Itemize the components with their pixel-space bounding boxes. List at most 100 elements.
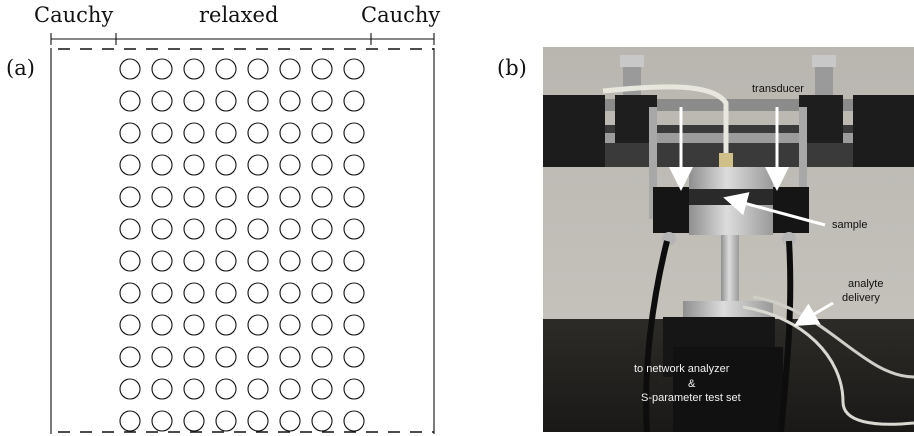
inlet-fitting bbox=[719, 153, 733, 167]
label-network-line1: to network analyzer bbox=[634, 363, 730, 375]
cylinder-scatterer bbox=[119, 250, 141, 272]
analyte-tube-2 bbox=[752, 295, 914, 379]
cylinder-scatterer bbox=[311, 122, 333, 144]
cylinder-scatterer bbox=[183, 58, 205, 80]
cylinder-scatterer bbox=[247, 90, 269, 112]
cylinder-scatterer bbox=[183, 218, 205, 240]
cylinder-scatterer bbox=[183, 378, 205, 400]
cylinder-scatterer bbox=[119, 218, 141, 240]
cylinder-scatterer bbox=[311, 250, 333, 272]
cylinder-scatterer bbox=[311, 154, 333, 176]
cylinder-scatterer bbox=[279, 410, 301, 432]
cylinder-scatterer bbox=[343, 186, 365, 208]
cylinder-scatterer bbox=[247, 314, 269, 336]
cylinder-scatterer bbox=[279, 346, 301, 368]
cylinder-scatterer bbox=[215, 186, 237, 208]
cylinder-scatterer bbox=[279, 186, 301, 208]
base-block bbox=[673, 347, 783, 432]
arrow-analyte bbox=[793, 301, 834, 327]
cylinder-scatterer bbox=[119, 346, 141, 368]
label-network-line3: S-parameter test set bbox=[641, 392, 741, 404]
cylinder-scatterer bbox=[215, 122, 237, 144]
cylinder-scatterer bbox=[215, 378, 237, 400]
cylinder-scatterer bbox=[247, 218, 269, 240]
cylinder-scatterer bbox=[151, 90, 173, 112]
cylinder-scatterer bbox=[279, 58, 301, 80]
cylinder-scatterer bbox=[343, 346, 365, 368]
cylinder-scatterer bbox=[119, 282, 141, 304]
analyte-tube bbox=[742, 305, 914, 426]
cylinder-scatterer bbox=[151, 378, 173, 400]
panel-a-label: (a) bbox=[6, 56, 35, 80]
tubing-top bbox=[602, 84, 729, 157]
cylinder-scatterer bbox=[279, 90, 301, 112]
cylinder-scatterer bbox=[247, 122, 269, 144]
cylinder-scatterer bbox=[247, 378, 269, 400]
cylinder-scatterer bbox=[343, 378, 365, 400]
cylinder-scatterer bbox=[151, 186, 173, 208]
cylinder-scatterer bbox=[343, 122, 365, 144]
cylinder-scatterer bbox=[215, 90, 237, 112]
cylinder-scatterer bbox=[215, 58, 237, 80]
label-sample: sample bbox=[832, 219, 868, 231]
cylinder-scatterer bbox=[311, 58, 333, 80]
cylinder-scatterer bbox=[247, 58, 269, 80]
cylinder-scatterer bbox=[343, 314, 365, 336]
cylinder-scatterer bbox=[151, 218, 173, 240]
cylinder-scatterer bbox=[343, 282, 365, 304]
cylinder-scatterer bbox=[119, 58, 141, 80]
cylinder-scatterer bbox=[151, 250, 173, 272]
cylinder-scatterer bbox=[311, 186, 333, 208]
cylinder-scatterer bbox=[119, 90, 141, 112]
left-stage bbox=[543, 95, 605, 167]
cylinder-scatterer bbox=[151, 410, 173, 432]
cylinder-scatterer bbox=[247, 410, 269, 432]
cylinder-scatterer bbox=[151, 282, 173, 304]
apparatus-photo bbox=[543, 47, 914, 432]
cylinder-scatterer bbox=[215, 410, 237, 432]
label-analyte-line1: analyte bbox=[848, 278, 884, 290]
cylinder-scatterer bbox=[183, 90, 205, 112]
cylinder-scatterer bbox=[247, 186, 269, 208]
cylinder-scatterer bbox=[279, 250, 301, 272]
base-plate bbox=[683, 301, 773, 319]
cylinder-scatterer bbox=[215, 282, 237, 304]
cylinder-scatterer bbox=[311, 410, 333, 432]
cylinder-scatterer bbox=[151, 154, 173, 176]
cylinder-scatterer bbox=[151, 58, 173, 80]
cylinder-scatterer bbox=[343, 250, 365, 272]
cylinder-scatterer bbox=[119, 314, 141, 336]
cylinder-scatterer bbox=[151, 122, 173, 144]
right-stage bbox=[853, 95, 914, 167]
cylinder-scatterer bbox=[247, 250, 269, 272]
panel-b-label: (b) bbox=[497, 56, 527, 80]
cylinder-scatterer bbox=[151, 314, 173, 336]
cylinder-scatterer bbox=[279, 122, 301, 144]
cylinder-scatterer bbox=[311, 218, 333, 240]
cylinder-scatterer bbox=[183, 282, 205, 304]
cylinder-scatterer bbox=[215, 154, 237, 176]
cylinder-scatterer bbox=[119, 122, 141, 144]
cylinder-scatterer bbox=[311, 282, 333, 304]
sample-cell-gap bbox=[689, 189, 773, 205]
cylinder-scatterer bbox=[183, 410, 205, 432]
cylinder-scatterer bbox=[119, 410, 141, 432]
lattice-diagram bbox=[50, 33, 435, 434]
label-analyte-line2: delivery bbox=[842, 292, 880, 304]
cylinder-scatterer bbox=[247, 346, 269, 368]
cylinder-scatterer bbox=[183, 186, 205, 208]
cylinder-scatterer bbox=[183, 346, 205, 368]
sample-cell-top bbox=[689, 167, 773, 189]
cylinder-scatterer bbox=[279, 378, 301, 400]
cylinder-scatterer bbox=[215, 250, 237, 272]
cylinder-scatterer bbox=[343, 90, 365, 112]
label-network-line2: & bbox=[688, 378, 696, 390]
cylinder-scatterer bbox=[151, 346, 173, 368]
right-micrometer bbox=[815, 61, 833, 99]
cylinder-scatterer bbox=[279, 282, 301, 304]
left-transducer-housing bbox=[653, 187, 691, 233]
right-connector bbox=[782, 232, 796, 246]
sample-cell-bottom bbox=[689, 205, 773, 235]
cylinder-scatterer bbox=[343, 218, 365, 240]
cylinder-scatterer bbox=[279, 314, 301, 336]
